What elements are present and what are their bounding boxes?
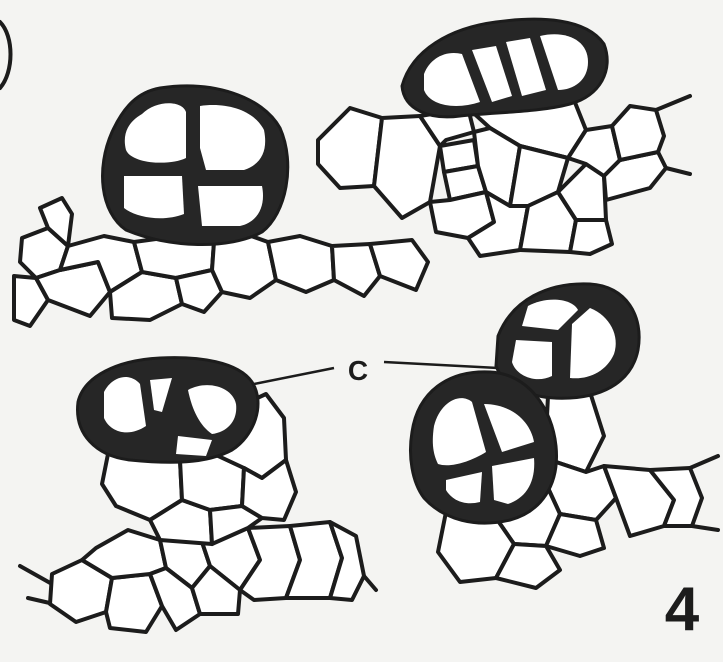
edge-fragment: [0, 22, 11, 88]
filament-tail: [364, 576, 376, 590]
dark-cell-bottom-right-lower: [411, 372, 557, 523]
figure-number: 4: [665, 575, 700, 644]
filament-top-right: [318, 92, 690, 256]
dark-cell-top-right: [402, 19, 607, 117]
filament-tail: [666, 168, 690, 174]
filament-tail: [690, 456, 718, 468]
filament-cell: [370, 240, 428, 290]
dark-cell-bottom-left: [78, 358, 258, 463]
dark-cell-wall: [103, 86, 288, 245]
filament-cell: [318, 108, 382, 188]
label-c: C: [348, 355, 368, 386]
dark-cell-top-left: [103, 86, 288, 245]
cell-lumen: [104, 377, 146, 432]
cluster-bottom-left: [20, 358, 376, 632]
filament-cell: [612, 106, 664, 160]
cluster-bottom-right: [411, 284, 719, 588]
filament-tail: [20, 566, 52, 584]
cell-lumen: [124, 176, 184, 218]
cluster-top-right: [318, 19, 690, 256]
filament-tail: [692, 526, 718, 530]
filament-cell: [268, 236, 334, 292]
label-c-leader-right: [384, 362, 498, 368]
label-c-leader-left: [254, 368, 334, 384]
filament-cell: [570, 220, 612, 254]
filament-tail: [656, 96, 690, 110]
